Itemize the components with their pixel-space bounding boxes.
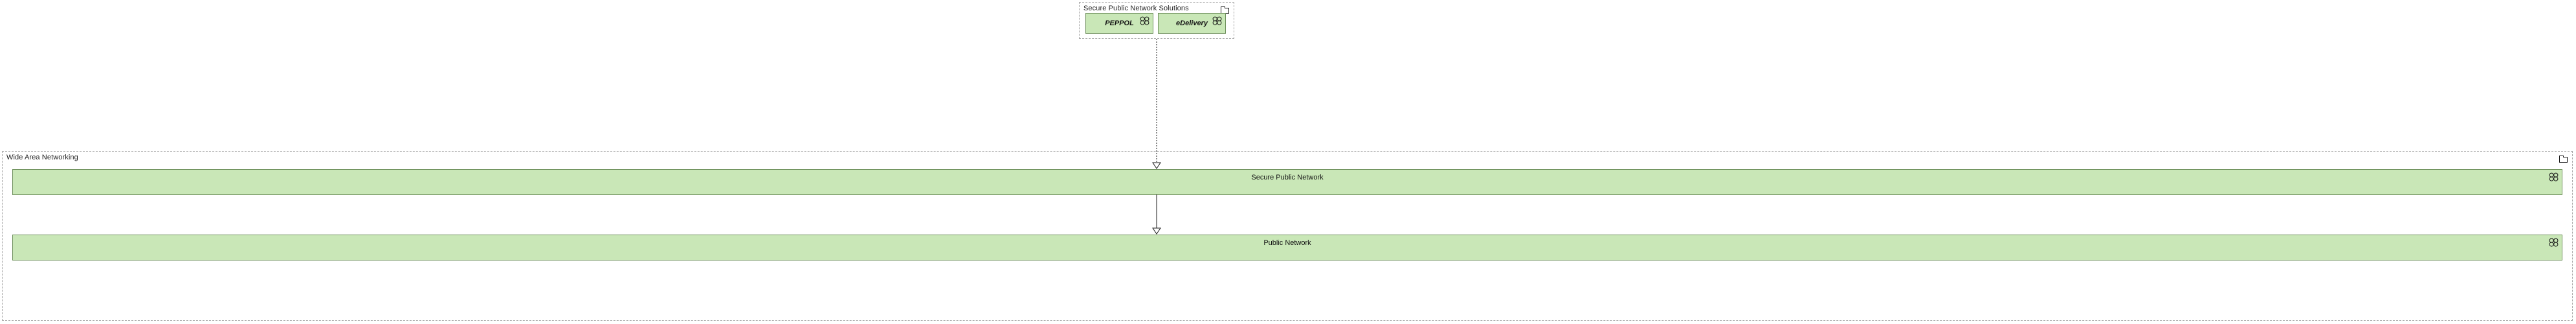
group-label: Secure Public Network Solutions: [1083, 5, 1189, 12]
element-peppol[interactable]: PEPPOL: [1085, 13, 1153, 34]
folder-icon: [1221, 5, 1229, 14]
element-label: eDelivery: [1176, 19, 1208, 27]
element-label: Public Network: [1263, 239, 1311, 247]
grouping-four-circles-icon: [1212, 16, 1222, 25]
group-secure-public-network-solutions[interactable]: Secure Public Network Solutions PEPPOL e…: [1079, 2, 1234, 39]
folder-icon: [2559, 154, 2568, 163]
element-label: PEPPOL: [1105, 19, 1134, 27]
element-edelivery[interactable]: eDelivery: [1158, 13, 1226, 34]
grouping-four-circles-icon: [1140, 16, 1149, 25]
group-label: Wide Area Networking: [6, 154, 78, 161]
group-wide-area-networking[interactable]: Wide Area Networking Secure Public Netwo…: [2, 151, 2573, 321]
grouping-four-circles-icon: [2549, 172, 2559, 181]
element-public-network[interactable]: Public Network: [12, 235, 2562, 260]
element-secure-public-network[interactable]: Secure Public Network: [12, 169, 2562, 195]
element-label: Secure Public Network: [1251, 174, 1324, 181]
grouping-four-circles-icon: [2549, 238, 2559, 247]
